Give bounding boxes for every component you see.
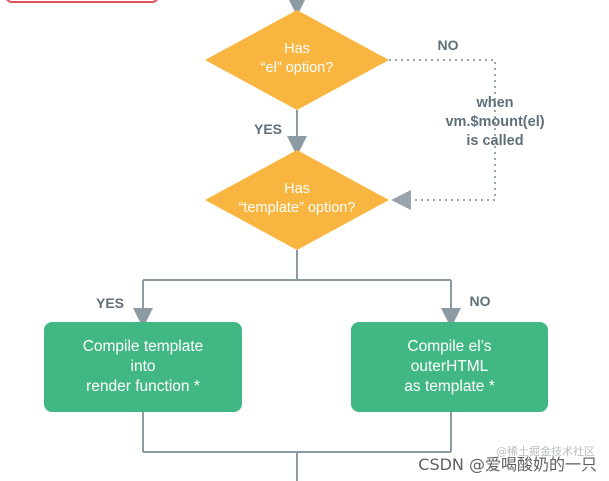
- compile-template-line2: into: [130, 358, 156, 375]
- compile-outerhtml-text: Compile el’s outerHTML as template *: [351, 337, 548, 397]
- compile-outerhtml-line1: Compile el’s: [407, 338, 492, 355]
- decision-el-diamond: [205, 10, 389, 110]
- decision-template-line1: Has: [284, 181, 310, 197]
- compile-template-box: [44, 322, 242, 412]
- compile-outerhtml-line3: as template *: [404, 378, 495, 395]
- previous-step-box: [6, 0, 158, 3]
- compile-outerhtml-line2: outerHTML: [410, 358, 489, 375]
- mount-note-line1: when: [476, 95, 514, 111]
- dotted-connector-mount: [389, 59, 496, 210]
- compile-template-line1: Compile template: [82, 338, 204, 355]
- label-no-el: NO: [437, 37, 459, 53]
- decision-template-text: Has “template” option?: [207, 180, 387, 218]
- label-yes-el: YES: [253, 121, 282, 137]
- compile-template-text: Compile template into render function *: [44, 337, 242, 397]
- decision-el-line2: “el” option?: [260, 60, 334, 76]
- decision-el-text: Has “el” option?: [222, 40, 372, 78]
- decision-template-diamond: [205, 150, 389, 250]
- label-no-template: NO: [469, 293, 491, 309]
- watermark-csdn: CSDN @爱喝酸奶的一只: [418, 455, 597, 474]
- label-yes-template: YES: [95, 295, 124, 311]
- compile-template-line3: render function *: [86, 378, 200, 395]
- decision-template-line2: “template” option?: [238, 200, 356, 216]
- watermark-faint: @稀土掘金技术社区: [496, 445, 595, 458]
- compile-outerhtml-box: [351, 322, 548, 412]
- decision-el-line1: Has: [284, 41, 310, 57]
- mount-note-line2: vm.$mount(el): [445, 114, 545, 130]
- mount-note: when vm.$mount(el) is called: [410, 94, 580, 151]
- mount-note-line3: is called: [466, 133, 524, 149]
